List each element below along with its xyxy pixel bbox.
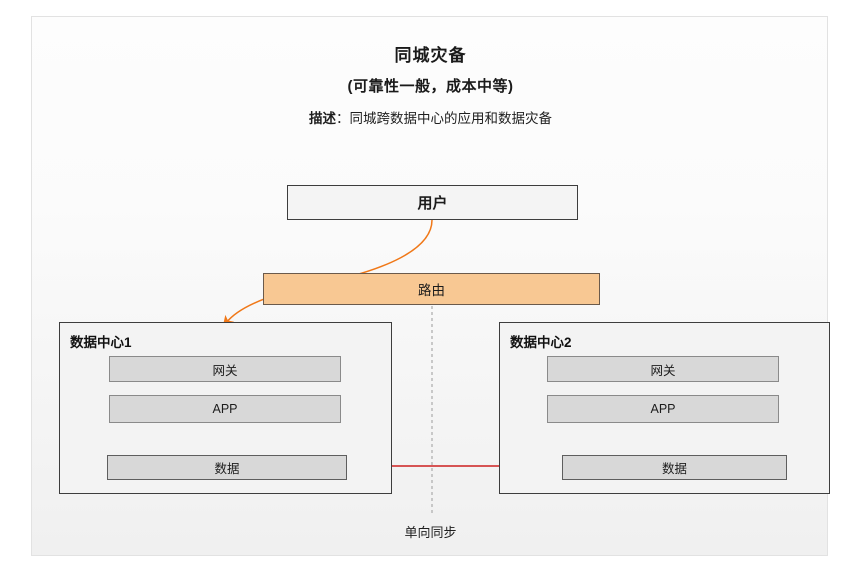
- description-label: 描述: [309, 111, 336, 126]
- node-route[interactable]: 路由: [263, 273, 600, 305]
- datacenter-1[interactable]: 数据中心1 网关 APP 数据: [59, 322, 392, 494]
- datacenter-2-gateway[interactable]: 网关: [547, 356, 779, 382]
- datacenter-1-title: 数据中心1: [70, 335, 132, 350]
- connector-user-to-dc1: [222, 219, 433, 328]
- datacenter-1-gateway[interactable]: 网关: [109, 356, 341, 382]
- datacenter-2[interactable]: 数据中心2 网关 APP 数据: [499, 322, 830, 494]
- diagram-canvas: 同城灾备 (可靠性一般，成本中等) 描述：同城跨数据中心的应用和数据灾备: [31, 16, 830, 556]
- page-title: 同城灾备: [394, 46, 467, 65]
- description-separator: ：: [336, 111, 350, 126]
- node-user[interactable]: 用户: [287, 185, 578, 220]
- datacenter-1-data[interactable]: 数据: [107, 455, 347, 480]
- datacenter-1-app[interactable]: APP: [109, 395, 341, 423]
- datacenter-2-app[interactable]: APP: [547, 395, 779, 423]
- sync-direction-label: 单向同步: [404, 525, 457, 540]
- page-subtitle: (可靠性一般，成本中等): [347, 78, 514, 95]
- description-text: 同城跨数据中心的应用和数据灾备: [349, 111, 553, 126]
- page-description: 描述：同城跨数据中心的应用和数据灾备: [32, 107, 829, 127]
- datacenter-2-data[interactable]: 数据: [562, 455, 787, 480]
- datacenter-2-title: 数据中心2: [510, 335, 572, 350]
